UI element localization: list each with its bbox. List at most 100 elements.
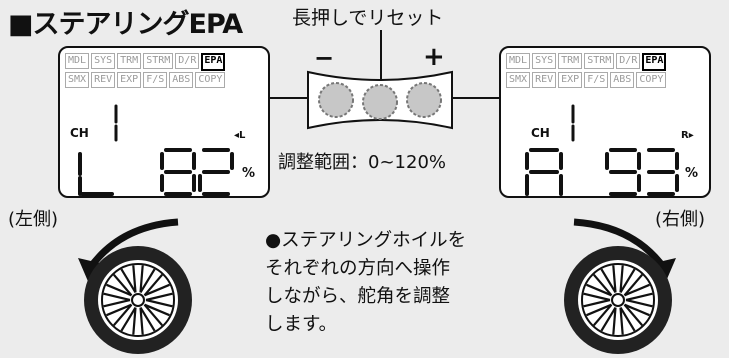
wheel-spoke <box>120 268 137 293</box>
adjustment-range-text: 調整範囲：0~120% <box>278 152 446 173</box>
wheel-spoke <box>623 303 644 327</box>
wheel-spoke <box>600 268 617 293</box>
wheel-spoke <box>132 265 137 293</box>
wheel-spoke <box>583 298 611 308</box>
wheel-spoke <box>623 273 644 297</box>
wheel-spoke <box>592 273 613 297</box>
instruction-line: ●ステアリングホイルを <box>265 230 467 251</box>
menu-tag-strm: STRM <box>143 53 174 69</box>
menu-tag-exp: EXP <box>117 72 142 88</box>
menu-tag-smx: SMX <box>506 72 531 88</box>
segment-readout <box>78 104 234 196</box>
value-digit-8 <box>160 148 196 196</box>
minus-button[interactable] <box>318 82 354 118</box>
ch-label: CH <box>531 126 550 140</box>
menu-tag-strm: STRM <box>584 53 615 69</box>
wheel-spoke <box>139 265 144 293</box>
menu-tag-dr: D/R <box>175 53 200 69</box>
menu-tag-copy: COPY <box>636 72 667 88</box>
menu-tag-trm: TRM <box>117 53 142 69</box>
instruction-line: しながら、舵角を調整 <box>265 286 451 307</box>
wheel-spoke <box>103 298 131 308</box>
wheel-spoke <box>132 307 137 335</box>
menu-tag-rev: REV <box>532 72 557 88</box>
wheel-spoke <box>139 268 156 293</box>
value-digit-2 <box>198 148 234 196</box>
instruction-text: ●ステアリングホイルを それぞれの方向へ操作 しながら、舵角を調整 します。 <box>265 227 466 339</box>
wheel-spoke <box>103 292 131 302</box>
steering-wheel-left[interactable] <box>60 208 216 358</box>
menu-tag-epa: EPA <box>201 53 226 71</box>
menu-tag-fs: F/S <box>143 72 168 88</box>
menu-tag-mdl: MDL <box>506 53 531 69</box>
instruction-line: します。 <box>265 314 338 335</box>
page-title: ■ステアリングEPA <box>8 9 243 40</box>
wheel-spoke <box>619 268 636 293</box>
menu-tag-epa: EPA <box>642 53 667 71</box>
plus-button[interactable] <box>406 82 442 118</box>
wheel-spoke <box>619 307 624 335</box>
wheel-spoke <box>592 303 613 327</box>
menu-tag-sys: SYS <box>532 53 557 69</box>
reset-hint-label: 長押しでリセット <box>292 7 444 29</box>
wheel-spoke <box>106 303 132 317</box>
steer-left-indicator: ◂L <box>234 130 246 141</box>
wheel-spoke <box>619 265 624 293</box>
value-digit-3 <box>647 148 679 196</box>
value-digit-9 <box>605 148 641 196</box>
menu-tag-trm: TRM <box>558 53 583 69</box>
wheel-spoke <box>600 307 617 332</box>
menu-tag-smx: SMX <box>65 72 90 88</box>
side-letter-r <box>525 148 563 196</box>
right-side-label: (右側) <box>655 209 706 230</box>
side-letter-l <box>78 152 114 196</box>
menu-tag-rev: REV <box>91 72 116 88</box>
wheel-spoke <box>143 273 164 297</box>
minus-label: − <box>314 44 335 72</box>
wheel-spoke <box>112 273 133 297</box>
wheel-spoke <box>139 307 144 335</box>
wheel-spoke <box>625 298 653 308</box>
instruction-line: それぞれの方向へ操作 <box>265 258 451 279</box>
wheel-spoke <box>145 298 173 308</box>
ch-label: CH <box>70 126 89 140</box>
menu-tag-abs: ABS <box>169 72 194 88</box>
plus-label: + <box>423 42 445 72</box>
wheel-spoke <box>144 283 170 297</box>
wheel-spoke <box>586 303 612 317</box>
wheel-spoke <box>612 307 617 335</box>
menu-tag-exp: EXP <box>558 72 583 88</box>
left-side-label: (左側) <box>8 209 59 230</box>
menu-tag-copy: COPY <box>195 72 226 88</box>
wheel-spoke <box>624 303 650 317</box>
wheel-spoke <box>139 307 156 332</box>
menu-tag-fs: F/S <box>584 72 609 88</box>
reset-button[interactable] <box>362 84 398 120</box>
wheel-spoke <box>143 303 164 327</box>
wheel-spoke <box>144 303 170 317</box>
wheel-spoke <box>624 283 650 297</box>
segment-readout <box>525 104 679 196</box>
wheel-spoke <box>586 283 612 297</box>
menu-tag-sys: SYS <box>91 53 116 69</box>
wheel-spoke <box>612 265 617 293</box>
wheel-spoke <box>583 292 611 302</box>
menu-tag-dr: D/R <box>616 53 641 69</box>
menu-tag-mdl: MDL <box>65 53 90 69</box>
button-panel <box>307 70 453 130</box>
wheel-spoke <box>112 303 133 327</box>
wheel-spoke <box>625 292 653 302</box>
steering-wheel-right[interactable] <box>538 208 698 358</box>
percent-unit: % <box>242 166 256 181</box>
menu-tag-abs: ABS <box>610 72 635 88</box>
wheel-spoke <box>106 283 132 297</box>
steer-right-indicator: R▸ <box>681 130 694 141</box>
wheel-spoke <box>619 307 636 332</box>
